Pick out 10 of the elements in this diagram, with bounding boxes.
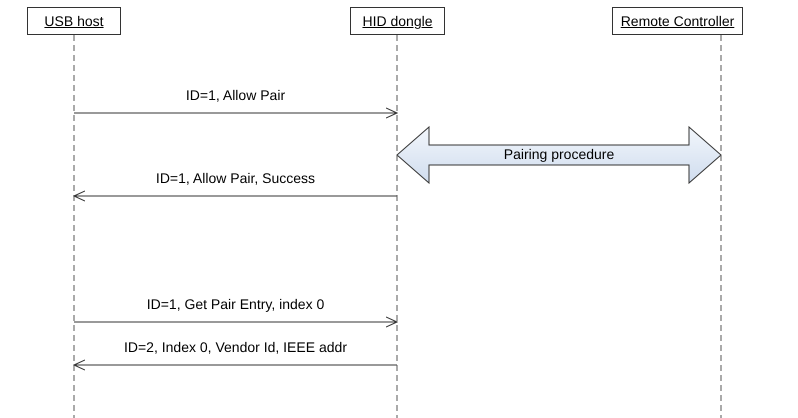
participant-box: Remote Controller (612, 7, 743, 35)
participant-box: HID dongle (350, 7, 445, 35)
block-arrow (396, 126, 722, 184)
arrow-label: Pairing procedure (502, 146, 616, 162)
message-arrow (74, 190, 398, 202)
message-arrow (74, 360, 398, 370)
message-arrow (74, 108, 398, 118)
message-arrow (74, 316, 398, 328)
participant-box: USB host (27, 7, 121, 35)
message-label: ID=2, Index 0, Vendor Id, IEEE addr (122, 339, 349, 355)
